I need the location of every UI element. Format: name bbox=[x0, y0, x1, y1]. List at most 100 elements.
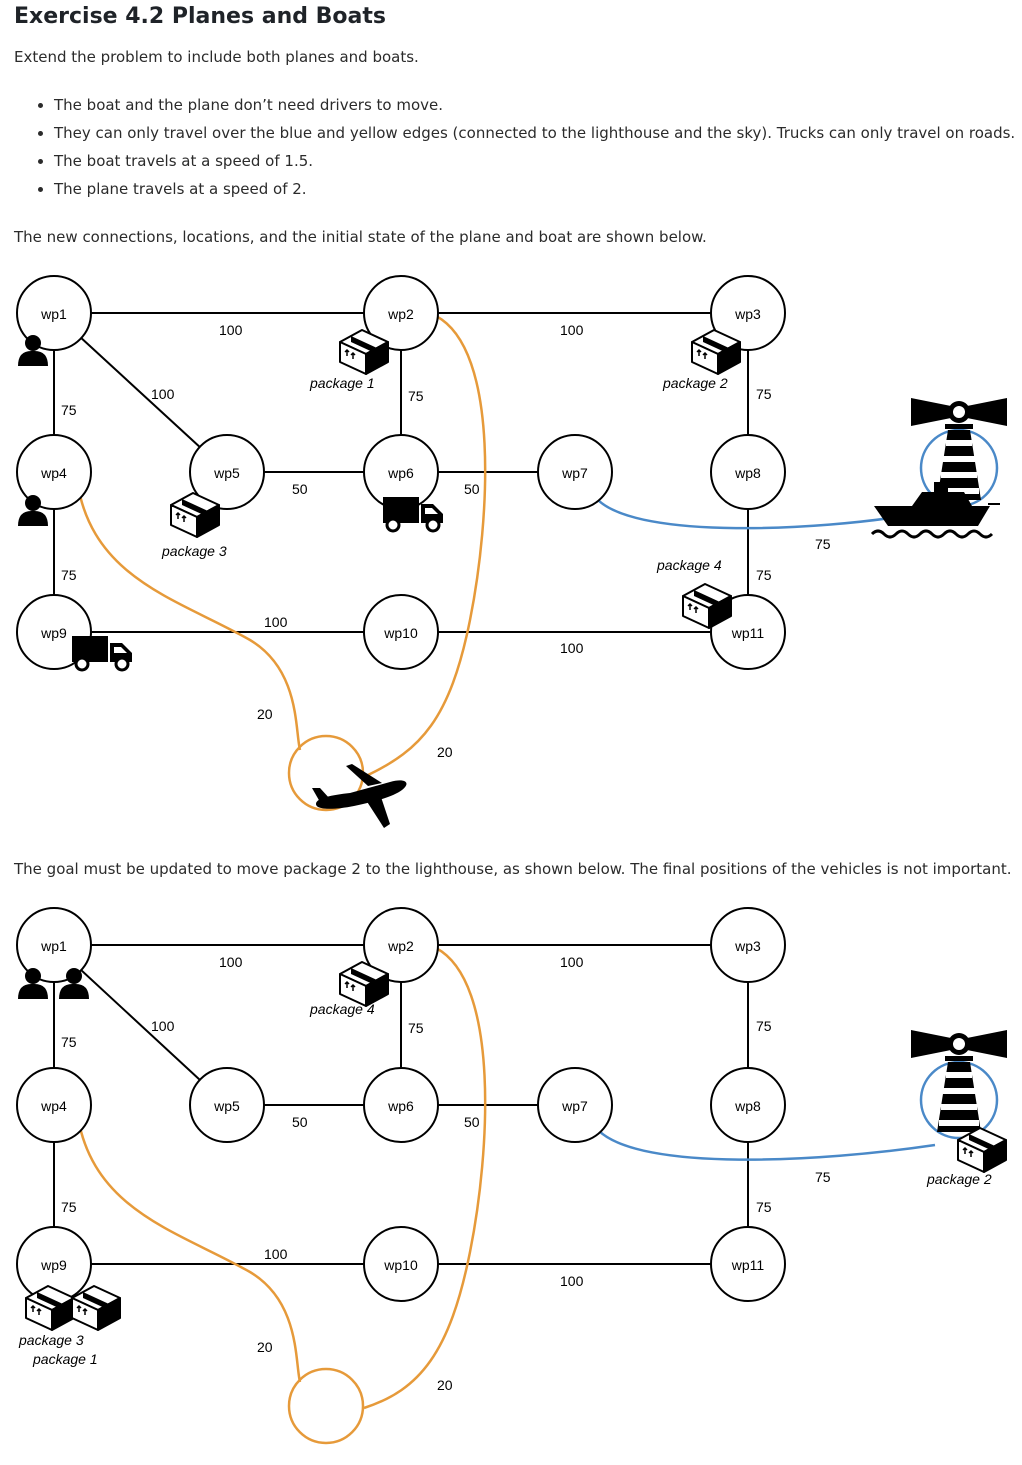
weight-wp10-wp11: 100 bbox=[560, 1273, 584, 1289]
weight-sky-wp2: 20 bbox=[437, 1377, 453, 1393]
package-label: package 3 bbox=[161, 543, 227, 559]
node-wp1 bbox=[16, 907, 92, 983]
label-wp6: wp6 bbox=[387, 465, 414, 481]
label-wp9: wp9 bbox=[40, 625, 67, 641]
node-wp11 bbox=[710, 1226, 786, 1302]
road-wp1-wp5 bbox=[53, 312, 228, 473]
weight-wp5-wp6: 50 bbox=[292, 1114, 308, 1130]
weight-wp9-wp10: 100 bbox=[264, 1246, 288, 1262]
air-route-wp4-sky bbox=[76, 1117, 302, 1383]
plane-icon bbox=[312, 764, 407, 828]
weight-wp2-wp6: 75 bbox=[408, 1020, 424, 1036]
weight-wp1-wp2: 100 bbox=[219, 322, 243, 338]
sea-route-wp7-lighthouse bbox=[597, 1129, 936, 1161]
package-label: package 3 bbox=[18, 1332, 84, 1348]
node-wp4 bbox=[16, 434, 92, 510]
initial-state-diagram: wp1 wp2 wp3 wp4 wp5 wp6 wp7 wp8 wp9 wp10… bbox=[16, 275, 1007, 828]
node-wp5 bbox=[189, 1067, 265, 1143]
air-route-wp2-sky bbox=[363, 946, 487, 1410]
weight-wp6-wp7: 50 bbox=[464, 1114, 480, 1130]
weight-wp5-wp6: 50 bbox=[292, 481, 308, 497]
bullet-item: The boat travels at a speed of 1.5. bbox=[54, 150, 1015, 178]
node-wp2 bbox=[363, 275, 439, 351]
label-wp1: wp1 bbox=[40, 306, 67, 322]
package-icon bbox=[71, 1285, 121, 1331]
weight-lighthouse-wp7: 75 bbox=[815, 536, 831, 552]
weight-wp8-wp11: 75 bbox=[756, 567, 772, 583]
weight-wp1-wp5: 100 bbox=[151, 1018, 175, 1034]
label-wp3: wp3 bbox=[734, 938, 761, 954]
package-label: package 4 bbox=[309, 1001, 375, 1017]
weight-wp2-wp6: 75 bbox=[408, 388, 424, 404]
air-route-wp2-sky bbox=[367, 314, 487, 777]
sea-route-wp7-lighthouse bbox=[597, 499, 911, 530]
weight-wp1-wp5: 100 bbox=[151, 386, 175, 402]
node-wp1 bbox=[16, 275, 92, 351]
weight-wp1-wp4: 75 bbox=[61, 1034, 77, 1050]
node-wp5 bbox=[189, 434, 265, 510]
node-wp7 bbox=[537, 434, 613, 510]
label-wp11: wp11 bbox=[731, 1257, 765, 1273]
air-route-wp4-sky bbox=[76, 485, 302, 751]
initial-state-caption: The new connections, locations, and the … bbox=[14, 228, 707, 246]
weight-wp3-wp8: 75 bbox=[756, 1018, 772, 1034]
weight-sky-wp4: 20 bbox=[257, 706, 273, 722]
weight-wp10-wp11: 100 bbox=[560, 640, 584, 656]
requirements-list: The boat and the plane don’t need driver… bbox=[14, 94, 1015, 206]
truck-icon bbox=[70, 634, 134, 672]
label-wp8: wp8 bbox=[734, 465, 761, 481]
package-label: package 1 bbox=[309, 375, 375, 391]
label-wp9: wp9 bbox=[40, 1257, 67, 1273]
label-wp2: wp2 bbox=[387, 306, 414, 322]
label-wp4: wp4 bbox=[40, 1098, 67, 1114]
weight-wp3-wp8: 75 bbox=[756, 386, 772, 402]
node-wp4 bbox=[16, 1067, 92, 1143]
label-wp5: wp5 bbox=[213, 465, 240, 481]
weight-wp1-wp2: 100 bbox=[219, 954, 243, 970]
weight-wp9-wp10: 100 bbox=[264, 614, 288, 630]
weight-sky-wp4: 20 bbox=[257, 1339, 273, 1355]
weight-wp2-wp3: 100 bbox=[560, 322, 584, 338]
label-wp5: wp5 bbox=[213, 1098, 240, 1114]
label-wp11: wp11 bbox=[731, 625, 765, 641]
label-wp8: wp8 bbox=[734, 1098, 761, 1114]
intro-text: Extend the problem to include both plane… bbox=[14, 48, 419, 66]
weight-wp8-wp11: 75 bbox=[756, 1199, 772, 1215]
node-wp7 bbox=[537, 1067, 613, 1143]
weight-sky-wp2: 20 bbox=[437, 744, 453, 760]
label-wp7: wp7 bbox=[561, 465, 588, 481]
weight-wp2-wp3: 100 bbox=[560, 954, 584, 970]
weight-wp4-wp9: 75 bbox=[61, 1199, 77, 1215]
package-label: package 2 bbox=[662, 375, 728, 391]
node-wp2 bbox=[363, 907, 439, 983]
label-wp3: wp3 bbox=[734, 306, 761, 322]
node-wp8 bbox=[710, 434, 786, 510]
weight-wp1-wp4: 75 bbox=[61, 402, 77, 418]
bullet-item: The plane travels at a speed of 2. bbox=[54, 178, 1015, 206]
label-wp10: wp10 bbox=[383, 1257, 418, 1273]
truck-icon bbox=[381, 495, 445, 533]
node-wp10 bbox=[363, 594, 439, 670]
bullet-item: They can only travel over the blue and y… bbox=[54, 122, 1015, 150]
label-wp1: wp1 bbox=[40, 938, 67, 954]
node-wp10 bbox=[363, 1226, 439, 1302]
label-wp6: wp6 bbox=[387, 1098, 414, 1114]
label-wp10: wp10 bbox=[383, 625, 418, 641]
node-wp6 bbox=[363, 1067, 439, 1143]
road-wp1-wp5 bbox=[53, 944, 228, 1106]
sky-node bbox=[287, 1367, 365, 1445]
package-label: package 4 bbox=[656, 557, 722, 573]
node-wp8 bbox=[710, 1067, 786, 1143]
package-icon bbox=[957, 1127, 1007, 1173]
bullet-item: The boat and the plane don’t need driver… bbox=[54, 94, 1015, 122]
boat-icon bbox=[870, 480, 1002, 539]
node-wp3 bbox=[710, 907, 786, 983]
label-wp7: wp7 bbox=[561, 1098, 588, 1114]
package-label: package 1 bbox=[32, 1351, 98, 1367]
goal-caption: The goal must be updated to move package… bbox=[14, 860, 1012, 878]
node-wp3 bbox=[710, 275, 786, 351]
package-label: package 2 bbox=[926, 1171, 992, 1187]
label-wp4: wp4 bbox=[40, 465, 67, 481]
goal-state-diagram: wp1 wp2 wp3 wp4 wp5 wp6 wp7 wp8 wp9 wp10… bbox=[16, 907, 1007, 1445]
weight-wp4-wp9: 75 bbox=[61, 567, 77, 583]
